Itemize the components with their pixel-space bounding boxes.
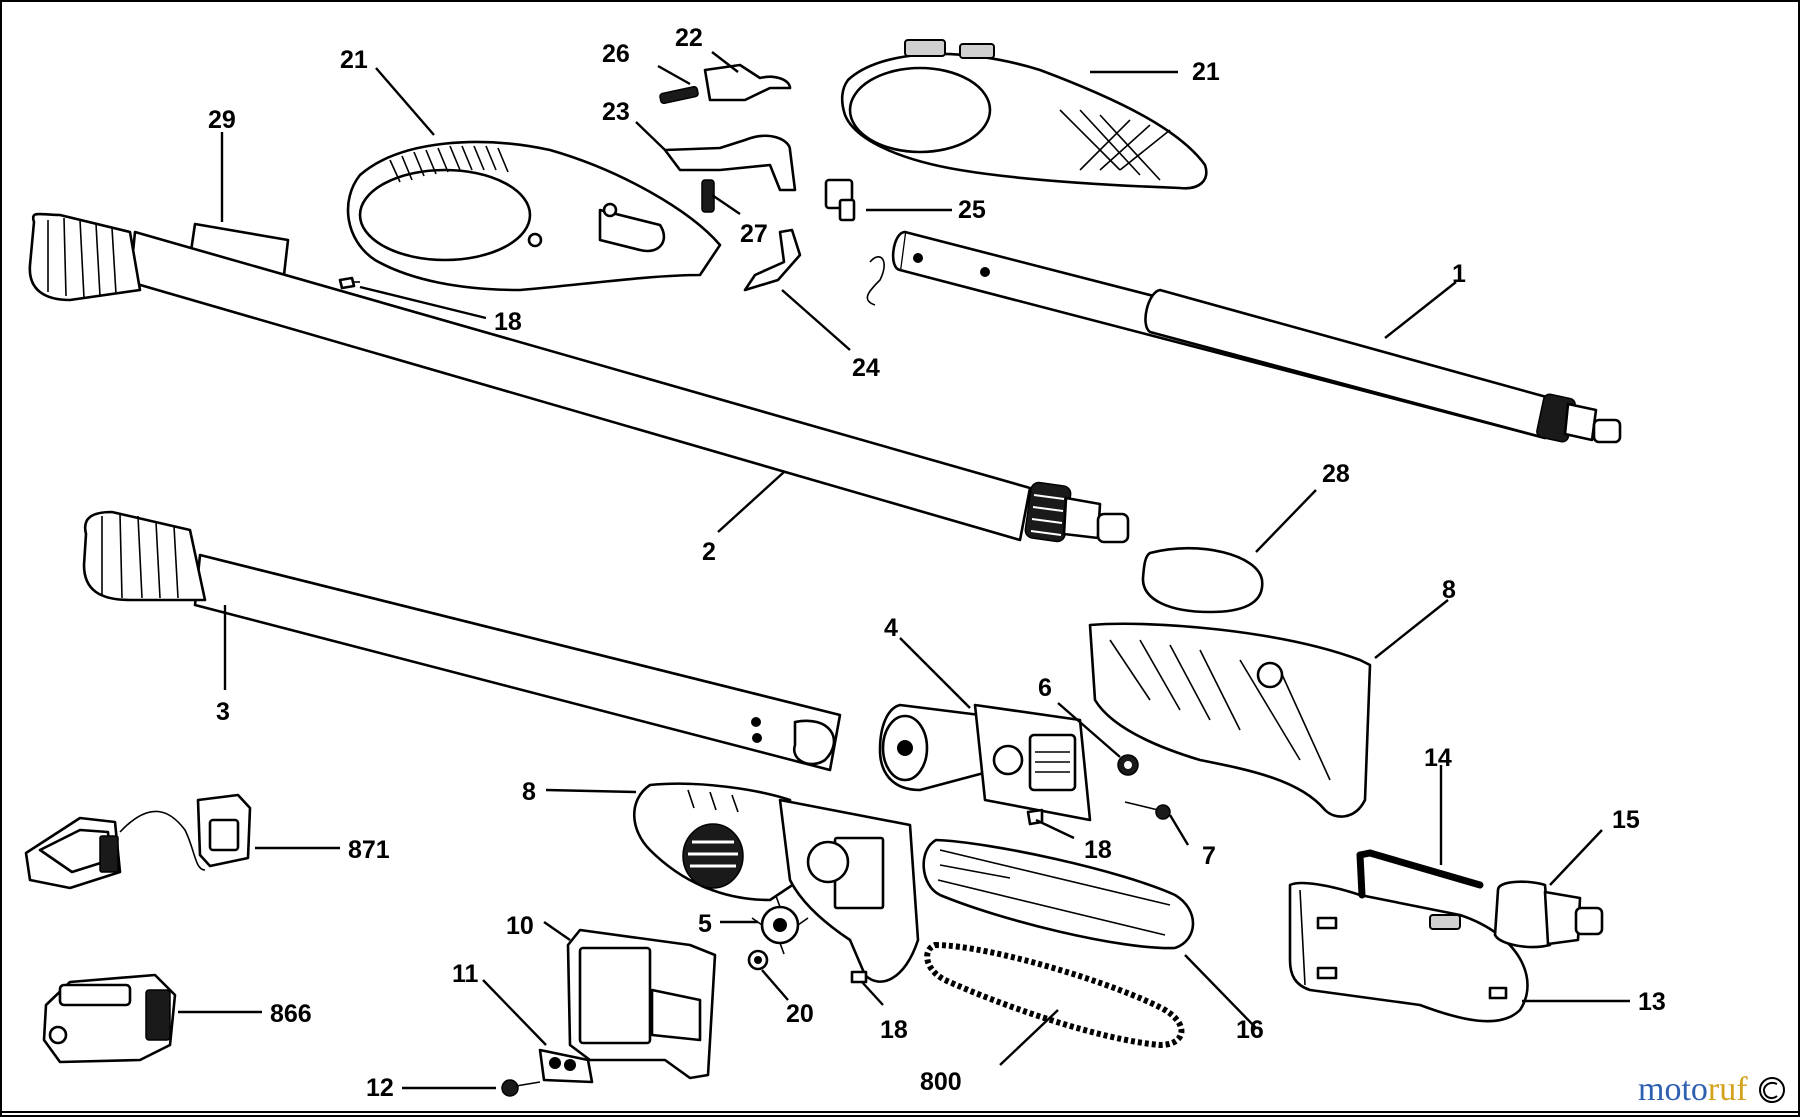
part-11-plate	[538, 1048, 594, 1084]
part-13-bar-cover	[1288, 881, 1529, 1023]
part-16-guide-bar	[922, 838, 1195, 950]
callout-16: 16	[1236, 1016, 1264, 1044]
part-1-lower-pole	[866, 230, 1622, 444]
callout-24: 24	[852, 354, 880, 382]
callout-11: 11	[452, 960, 479, 988]
callout-8-right: 8	[1442, 576, 1456, 604]
callout-10: 10	[506, 912, 534, 940]
part-12-screw	[501, 1079, 541, 1097]
callout-29: 29	[208, 106, 236, 134]
callout-15: 15	[1612, 806, 1640, 834]
callout-5: 5	[698, 910, 712, 938]
svg-text:motoruf: motoruf	[1638, 1071, 1748, 1108]
callout-4: 4	[884, 614, 898, 642]
part-14-hex-key	[1356, 849, 1484, 899]
callout-27: 27	[740, 220, 768, 248]
part-21-housing-left	[346, 140, 722, 292]
part-8-head-housing-right	[1088, 622, 1372, 818]
callout-18-lower: 18	[880, 1016, 908, 1044]
part-18-screw-top	[338, 276, 360, 290]
part-5-sprocket	[751, 895, 809, 955]
callout-28: 28	[1322, 460, 1350, 488]
part-21-housing-right	[840, 39, 1208, 190]
part-25-switch	[824, 178, 856, 222]
part-6-gear	[1117, 754, 1139, 776]
callout-3: 3	[216, 698, 230, 726]
part-22-trigger-lock	[703, 63, 792, 102]
callout-20: 20	[786, 1000, 814, 1028]
part-2-upper-pole	[28, 212, 1130, 544]
part-23-trigger	[663, 134, 797, 192]
part-15-oil-bottle	[1493, 880, 1604, 949]
callout-7: 7	[1202, 842, 1216, 870]
callout-labels: 29 21 26 22 23 27 21 25 24 18 1 2 28 8 3…	[208, 24, 1666, 1102]
callout-18-top: 18	[494, 308, 522, 336]
part-24-switch-contact	[743, 228, 802, 292]
callout-21-left: 21	[340, 46, 368, 74]
part-18-screw-lower	[850, 970, 868, 984]
watermark-text-yellow: ruf	[1708, 1071, 1748, 1108]
callout-14: 14	[1424, 744, 1452, 772]
part-26-spring	[659, 85, 699, 105]
part-3-extension-pole	[82, 510, 842, 772]
callout-26: 26	[602, 40, 630, 68]
part-20-washer	[747, 949, 769, 971]
callout-12: 12	[366, 1074, 394, 1102]
part-871-charger	[24, 793, 252, 890]
part-800-saw-chain	[924, 941, 1185, 1049]
leader-lines	[178, 51, 1630, 1090]
callout-2: 2	[702, 538, 716, 566]
watermark-text-blue: moto	[1638, 1071, 1708, 1108]
callout-1: 1	[1452, 260, 1466, 288]
callout-18-middle: 18	[1084, 836, 1112, 864]
part-866-battery	[42, 973, 177, 1064]
callout-800: 800	[920, 1068, 962, 1096]
part-10-cover	[566, 928, 717, 1080]
callout-21-right: 21	[1192, 58, 1220, 86]
copyright-icon-letter	[1762, 1081, 1778, 1100]
callout-8-left: 8	[522, 778, 536, 806]
callout-6: 6	[1038, 674, 1052, 702]
part-28-pad	[1141, 546, 1264, 614]
callout-871: 871	[348, 836, 390, 864]
callout-22: 22	[675, 24, 703, 52]
callout-866: 866	[270, 1000, 312, 1028]
part-7-bolt	[1124, 801, 1171, 820]
callout-23: 23	[602, 98, 630, 126]
part-8-head-housing-left	[632, 782, 920, 983]
copyright-icon	[1759, 1077, 1785, 1103]
part-4-motor	[878, 703, 1092, 822]
watermark-logo: motoruf	[1638, 1071, 1785, 1108]
callout-13: 13	[1638, 988, 1666, 1016]
callout-25: 25	[958, 196, 986, 224]
